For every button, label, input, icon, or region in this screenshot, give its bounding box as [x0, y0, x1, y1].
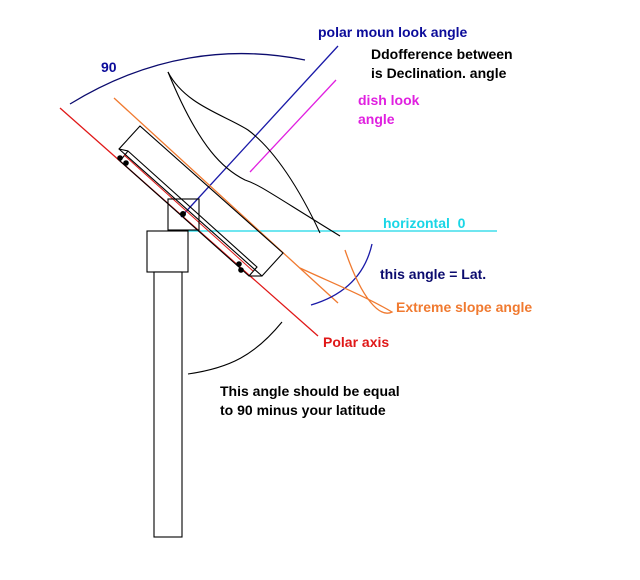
- tube-axis-line: [123, 154, 254, 272]
- extreme-slope-arc: [299, 249, 394, 314]
- equal-angle-label-line1: This angle should be equal: [220, 383, 400, 399]
- equal-angle-label-line2: to 90 minus your latitude: [220, 402, 386, 418]
- pole-head: [146, 230, 189, 273]
- latitude-angle-label: this angle = Lat.: [380, 266, 486, 282]
- dish-look-label-line2: angle: [358, 111, 395, 127]
- pivot-block: [167, 198, 200, 231]
- polar-axis-label: Polar axis: [323, 334, 389, 350]
- pivot-dot: [180, 211, 186, 217]
- bolt-dot: [123, 160, 129, 166]
- polar-mount-look-line: [180, 45, 339, 218]
- difference-label-line1: Ddofference between: [371, 46, 513, 62]
- bolt-dot: [238, 267, 244, 273]
- tube-end-cap-top: [118, 148, 129, 152]
- dish-look-line: [249, 79, 337, 173]
- latitude-angle-arc: [310, 243, 373, 306]
- dish-lower-curve: [167, 71, 321, 234]
- difference-label-line2: is Declination. angle: [371, 65, 507, 81]
- polar-mount-look-label: polar moun look angle: [318, 24, 468, 40]
- dish-upper-curve: [167, 71, 341, 237]
- ninety-label: 90: [101, 59, 117, 75]
- extreme-slope-label: Extreme slope angle: [396, 299, 532, 315]
- bolt-dot: [117, 155, 123, 161]
- mount-tube-outer: [118, 125, 284, 277]
- equal-angle-pointer-arc: [187, 321, 283, 375]
- pole: [153, 271, 183, 538]
- ninety-degree-arc: [69, 53, 306, 105]
- bolt-dot: [236, 261, 242, 267]
- horizontal-label: horizontal 0: [383, 215, 466, 231]
- dish-look-label-line1: dish look: [358, 92, 420, 108]
